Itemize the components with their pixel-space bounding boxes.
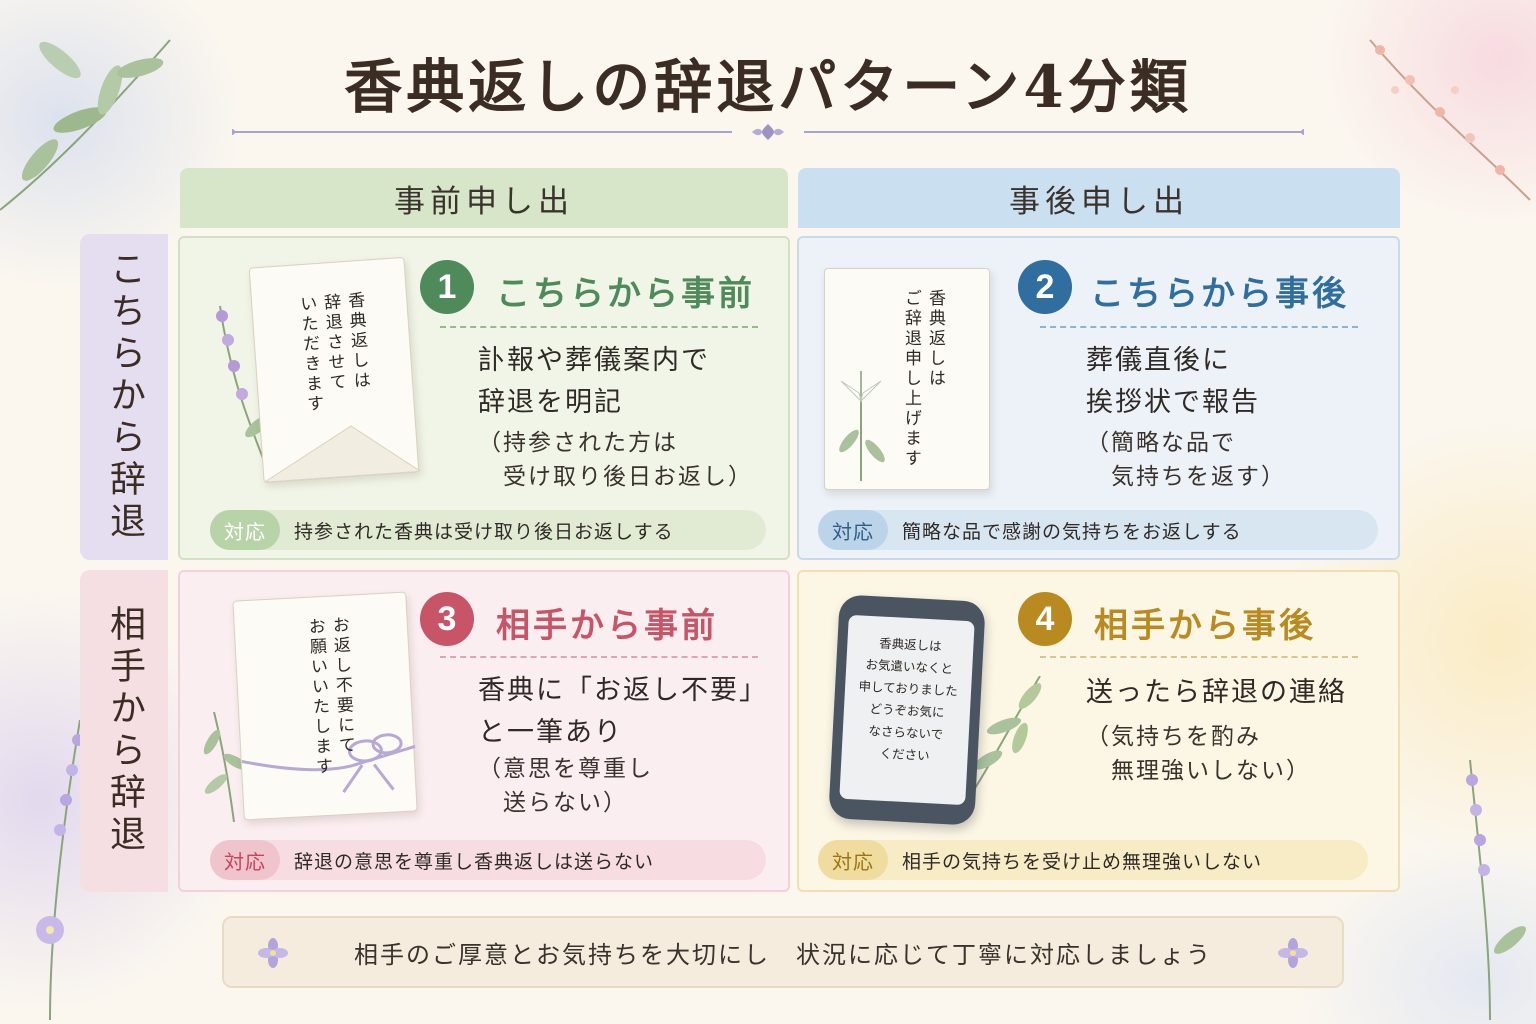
smartphone: 香典返しは お気遣いなくと 申しておりました どうぞお気に なさらないで くださ…: [828, 594, 986, 826]
response-row-2: 対応 簡略な品で感謝の気持ちをお返しする: [818, 510, 1378, 550]
pattern-heading-2: こちらから事後: [1090, 274, 1349, 314]
response-text-3: 辞退の意思を尊重し香典返しは送らない: [294, 850, 655, 873]
envelope-fold-icon: [262, 425, 421, 483]
row-header-ours-label: こちらから辞退: [104, 250, 145, 544]
number-badge-4: 4: [1018, 592, 1072, 646]
mizuhiki-knot-icon: [241, 733, 416, 793]
pattern-sub-4: （気持ちを酌み 無理強いしない）: [1086, 724, 1311, 784]
response-badge: 対応: [210, 840, 280, 880]
response-text-1: 持参された香典は受け取り後日お返しする: [294, 520, 674, 543]
column-header-post: 事後申し出: [798, 168, 1400, 228]
heading-divider: [1040, 656, 1358, 658]
number-badge-1: 1: [420, 260, 474, 314]
title-divider: [232, 124, 1304, 140]
pattern-sub-3: （意思を尊重し 送らない）: [478, 756, 653, 816]
pattern-heading-4: 相手から事後: [1094, 606, 1316, 646]
number-badge-2: 2: [1018, 260, 1072, 314]
response-text-2: 簡略な品で感謝の気持ちをお返しする: [902, 520, 1242, 543]
pattern-heading-3: 相手から事前: [496, 606, 718, 646]
pattern-heading-1: こちらから事前: [496, 274, 755, 314]
footer-note: 相手のご厚意とお気持ちを大切にし 状況に応じて丁寧に対応しましょう: [222, 916, 1344, 988]
heading-divider: [440, 326, 758, 328]
row-header-theirs-label: 相手から辞退: [104, 605, 145, 857]
response-badge: 対応: [818, 840, 888, 880]
page-title: 香典返しの辞退パターン4分類: [344, 53, 1192, 121]
row-header-theirs: 相手から辞退: [80, 570, 168, 892]
row-header-ours: こちらから辞退: [80, 234, 168, 560]
response-badge: 対応: [210, 510, 280, 550]
lavender-icon: [1466, 759, 1526, 1020]
pattern-main-4: 送ったら辞退の連絡: [1086, 677, 1347, 708]
card-message: お返し不要にて お願いいたします: [304, 615, 356, 778]
column-header-pre: 事前申し出: [180, 168, 788, 228]
pattern-main-2: 葬儀直後に 挨拶状で報告: [1086, 345, 1260, 418]
card-message: 香典返しは ご辞退申し上げます: [901, 289, 945, 469]
pattern-main-3: 香典に「お返し不要」 と一筆あり: [478, 675, 768, 748]
flower-icon: [1278, 938, 1308, 968]
phone-screen: 香典返しは お気遣いなくと 申しておりました どうぞお気に なさらないで くださ…: [839, 614, 975, 806]
pattern-main-1: 訃報や葬儀案内で 辞退を明記: [478, 345, 710, 418]
response-badge: 対応: [818, 510, 888, 550]
envelope-card: お返し不要にて お願いいたします: [232, 591, 418, 821]
heading-divider: [1040, 326, 1358, 328]
pattern-sub-2: （簡略な品で 気持ちを返す）: [1086, 430, 1286, 490]
response-text-4: 相手の気持ちを受け止め無理強いしない: [902, 850, 1263, 873]
heading-divider: [440, 656, 758, 658]
envelope-card: 香典返しは 辞退させて いただきます: [248, 256, 421, 484]
response-row-4: 対応 相手の気持ちを受け止め無理強いしない: [818, 840, 1368, 880]
card-message: 香典返しは 辞退させて いただきます: [295, 290, 371, 416]
phone-message: 香典返しは お気遣いなくと 申しておりました どうぞお気に なさらないで くださ…: [858, 635, 959, 764]
number-badge-3: 3: [420, 592, 474, 646]
response-row-1: 対応 持参された香典は受け取り後日お返しする: [210, 510, 766, 550]
response-row-3: 対応 辞退の意思を尊重し香典返しは送らない: [210, 840, 766, 880]
message-card: 香典返しは ご辞退申し上げます: [824, 268, 990, 490]
flower-icon: [258, 938, 288, 968]
pattern-sub-1: （持参された方は 受け取り後日お返し）: [478, 430, 753, 490]
lily-icon: [839, 371, 885, 481]
footer-text: 相手のご厚意とお気持ちを大切にし 状況に応じて丁寧に対応しましょう: [354, 940, 1212, 969]
